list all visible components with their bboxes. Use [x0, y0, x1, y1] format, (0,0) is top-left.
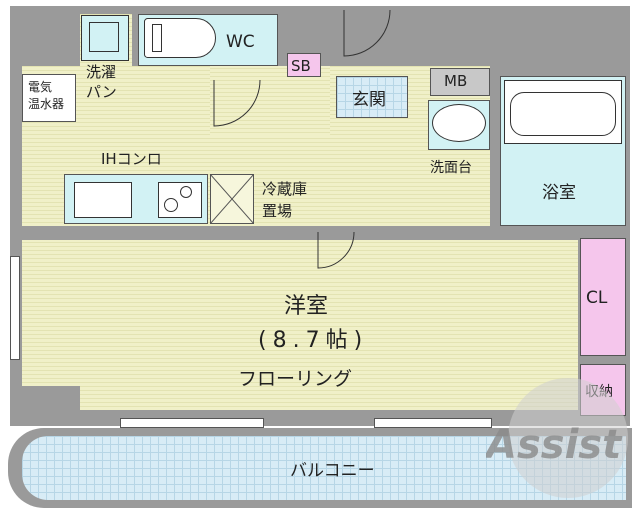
western-room-label: 洋室 [284, 294, 329, 319]
mb-box [430, 68, 490, 96]
fridge-space-label: 冷蔵庫 置場 [262, 180, 308, 220]
bathtub-basin-icon [510, 92, 616, 136]
svg-text:Assist: Assist [486, 422, 623, 468]
closet [580, 238, 626, 356]
western-room-lower [80, 380, 578, 410]
washer-label: 洗濯 パン [86, 63, 117, 101]
toilet-tank-icon [152, 24, 162, 52]
balcony-label: バルコニー [290, 461, 375, 481]
burner-icon [164, 198, 178, 212]
washer-drain-icon [89, 22, 119, 52]
entrance-area [336, 76, 408, 118]
sink-icon [432, 104, 486, 142]
fridge-cross-icon [210, 174, 254, 224]
western-room-size-label: (8.7帖) [258, 328, 369, 353]
water-heater-label: 電気 温水器 [28, 80, 65, 111]
mb-label: MB [444, 72, 468, 90]
side-window [10, 256, 20, 360]
washbasin-label: 洗面台 [430, 160, 472, 176]
bathroom-label: 浴室 [542, 183, 576, 203]
water-heater-box [22, 74, 76, 122]
flooring-label: フローリング [238, 368, 353, 390]
western-room [22, 240, 578, 386]
closet-label: CL [586, 288, 608, 308]
window [374, 418, 492, 428]
burner-icon [180, 186, 192, 198]
sb-box [287, 53, 321, 77]
ih-stove-label: IHコンロ [101, 150, 162, 168]
entrance-label: 玄関 [352, 90, 386, 110]
sink-basin-icon [74, 182, 132, 218]
window [120, 418, 264, 428]
sb-label: SB [291, 57, 311, 75]
wc-label: WC [226, 32, 255, 52]
hall-corridor [210, 66, 330, 136]
assist-watermark-logo: Assist [486, 378, 628, 498]
